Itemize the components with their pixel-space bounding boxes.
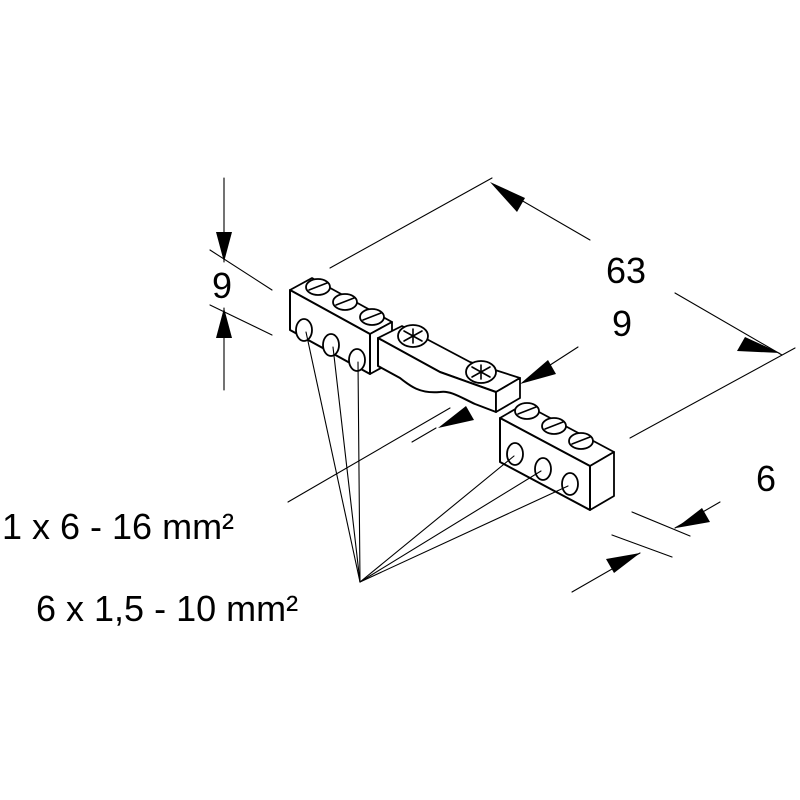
slotted-screw	[568, 432, 594, 450]
dimension-label-height-right: 9	[612, 303, 633, 344]
leader-lines	[287, 331, 569, 583]
slotted-screw	[332, 293, 358, 311]
dimension-9-left	[216, 177, 232, 391]
slotted-screw	[305, 278, 331, 296]
callout-single-terminal: 1 x 6 - 16 mm²	[2, 506, 235, 547]
wire-hole	[534, 457, 552, 481]
wire-hole	[506, 442, 524, 466]
wire-hole	[322, 333, 340, 357]
strap-front	[377, 337, 497, 413]
slotted-screw	[359, 308, 385, 326]
arrowhead	[520, 360, 556, 384]
terminal-bar	[289, 277, 615, 511]
wire-hole	[561, 472, 579, 496]
wire-hole	[295, 318, 313, 342]
dimension-label-length: 63	[606, 250, 647, 291]
dimension-label-width: 6	[756, 458, 777, 499]
slotted-screw	[514, 402, 540, 420]
arrowhead	[216, 232, 232, 262]
extension-lines	[209, 177, 796, 558]
combination-screw	[465, 360, 497, 384]
dimension-6	[571, 501, 721, 593]
combination-screw	[397, 324, 429, 348]
dimension-label-height-left: 9	[212, 265, 233, 306]
arrowhead	[676, 508, 710, 528]
strap-end	[495, 377, 521, 413]
dimension-9-right	[411, 346, 579, 443]
arrowhead	[490, 182, 525, 212]
wire-hole	[348, 348, 366, 372]
arrowhead	[737, 337, 780, 353]
arrowhead	[606, 553, 640, 573]
callout-multi-terminal: 6 x 1,5 - 10 mm²	[36, 588, 299, 629]
arrowhead	[438, 406, 474, 428]
arrowhead	[216, 308, 232, 338]
dimension-63	[490, 182, 783, 356]
slotted-screw	[541, 417, 567, 435]
